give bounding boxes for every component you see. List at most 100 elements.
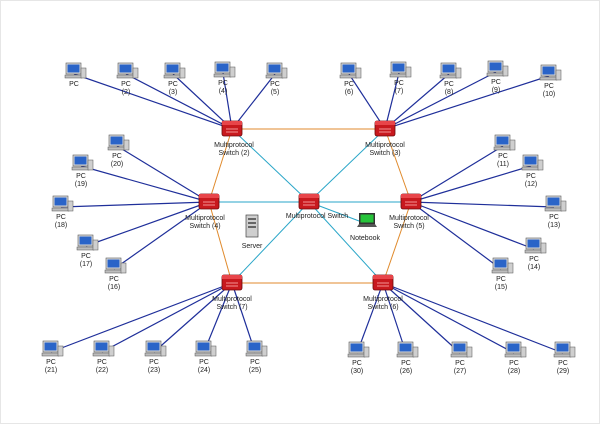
pc-pc5[interactable]: PC(5) (265, 62, 288, 96)
pc-link-pc17 (85, 201, 210, 247)
pc-label: PC (81, 253, 91, 260)
pc-pc7[interactable]: PC(7) (389, 61, 412, 95)
switch-label-s3: Multiprotocol (365, 142, 405, 149)
pc-number: (16) (108, 284, 120, 291)
nodes-layer: Multiprotocol SwitchMultiprotocolSwitch … (41, 60, 576, 375)
pc-pc28[interactable]: PC(28) (504, 341, 527, 375)
tower-icon (179, 67, 186, 79)
pc-number: (19) (75, 181, 87, 188)
pc-pc24[interactable]: PC(24) (194, 340, 217, 374)
pc-number: (27) (454, 368, 466, 375)
pc-pc19[interactable]: PC(19) (71, 154, 94, 188)
pc-pc14[interactable]: PC(14) (524, 237, 547, 271)
monitor-screen-icon (268, 64, 281, 73)
pc-pc1[interactable]: PC (64, 62, 87, 88)
pc-pc6[interactable]: PC(6) (339, 62, 362, 96)
pc-pc11[interactable]: PC(11) (493, 134, 516, 168)
pc-pc15[interactable]: PC(15) (491, 257, 514, 291)
pc-number: (11) (497, 161, 509, 168)
pc-pc2[interactable]: PC(2) (116, 62, 139, 96)
monitor-screen-icon (74, 156, 87, 165)
pc-pc16[interactable]: PC(16) (104, 257, 127, 291)
pc-pc27[interactable]: PC(27) (450, 341, 473, 375)
monitor-screen-icon (399, 343, 412, 352)
laptop-base-icon (357, 224, 377, 227)
pc-pc29[interactable]: PC(29) (553, 341, 576, 375)
pc-pc10[interactable]: PC(10) (539, 64, 562, 98)
pc-pc17[interactable]: PC(17) (76, 234, 99, 268)
pc-number: (10) (543, 91, 555, 98)
hub-link-s2 (231, 128, 310, 203)
tower-icon (229, 66, 236, 78)
pc-pc21[interactable]: PC(21) (41, 340, 64, 374)
switch-label-s6-number: Switch (6) (367, 304, 398, 311)
pc-label: PC (168, 81, 178, 88)
server[interactable]: Server (242, 214, 263, 250)
monitor-screen-icon (494, 259, 507, 268)
pc-link-pc11 (410, 145, 504, 203)
ring-link-s4-s2 (208, 128, 233, 203)
pc-label: PC (199, 359, 209, 366)
pc-pc4[interactable]: PC(4) (213, 61, 236, 95)
notebook[interactable]: Notebook (350, 213, 380, 242)
keyboard-icon (41, 352, 60, 357)
switch-label-s6: Multiprotocol (363, 296, 403, 303)
pc-pc9[interactable]: PC(9) (486, 60, 509, 94)
switch-label-center: Multiprotocol Switch (286, 213, 348, 220)
keyboard-icon (64, 74, 83, 79)
keyboard-icon (107, 146, 126, 151)
keyboard-icon (544, 207, 563, 212)
tower-icon (540, 242, 547, 254)
pc-link-pc5 (231, 73, 276, 130)
switch-icon-top (299, 194, 319, 198)
keyboard-icon (524, 249, 543, 254)
pc-pc30[interactable]: PC(30) (347, 341, 370, 375)
pc-pc20[interactable]: PC(20) (107, 134, 130, 168)
tower-icon (87, 159, 94, 171)
pc-link-pc28 (382, 282, 515, 354)
pc-link-pc9 (384, 71, 497, 130)
switch-icon-top (375, 121, 395, 125)
pc-label: PC (109, 276, 119, 283)
tower-icon (261, 345, 268, 357)
tower-icon (92, 239, 99, 251)
pc-pc25[interactable]: PC(25) (245, 340, 268, 374)
tower-icon (466, 346, 473, 358)
pc-pc13[interactable]: PC(13) (544, 195, 567, 229)
monitor-screen-icon (54, 197, 67, 206)
pc-pc22[interactable]: PC(22) (92, 340, 115, 374)
pc-label: PC (218, 80, 228, 87)
tower-icon (537, 159, 544, 171)
monitor-screen-icon (547, 197, 560, 206)
pc-pc18[interactable]: PC(18) (51, 195, 74, 229)
pc-label: PC (46, 359, 56, 366)
pc-pc23[interactable]: PC(23) (144, 340, 167, 374)
pc-label: PC (529, 256, 539, 263)
pc-pc12[interactable]: PC(12) (521, 154, 544, 188)
pc-number: (8) (445, 89, 454, 96)
pc-number: (9) (492, 87, 501, 94)
pc-number: (2) (122, 89, 131, 96)
monitor-screen-icon (489, 62, 502, 71)
pc-label: PC (344, 81, 354, 88)
pc-pc26[interactable]: PC(26) (396, 341, 419, 375)
pc-pc3[interactable]: PC(3) (163, 62, 186, 96)
pc-number: (21) (45, 367, 57, 374)
pc-pc8[interactable]: PC(8) (439, 62, 462, 96)
notebook-label: Notebook (350, 235, 380, 242)
monitor-screen-icon (67, 64, 80, 73)
pc-label: PC (394, 80, 404, 87)
monitor-screen-icon (147, 342, 160, 351)
keyboard-icon (163, 74, 182, 79)
pc-label: PC (56, 214, 66, 221)
monitor-screen-icon (166, 64, 179, 73)
switch-label-s4-number: Switch (4) (189, 223, 220, 230)
switch-center[interactable]: Multiprotocol Switch (286, 193, 348, 220)
pc-number: (18) (55, 222, 67, 229)
